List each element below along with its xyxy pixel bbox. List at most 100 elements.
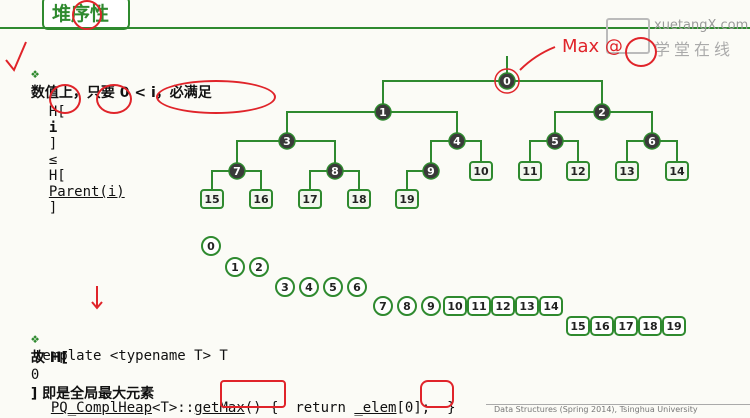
array-cell-leaf xyxy=(590,316,614,336)
bullet-2-prefix: 故 H[ xyxy=(30,350,68,366)
tree-node xyxy=(498,72,516,90)
tree-leaf-label: 15 xyxy=(204,193,219,206)
tree-node-label: 9 xyxy=(427,165,435,178)
tree-node xyxy=(374,103,392,121)
code-idx: 0 xyxy=(404,400,414,416)
array-cell-label: 10 xyxy=(447,300,463,313)
tree-node xyxy=(326,162,344,180)
array-cell-leaf xyxy=(566,316,590,336)
brand-name: xuetangX.com xyxy=(654,18,749,33)
bullet-2-zero: 0 xyxy=(30,367,40,383)
array-cell-leaf xyxy=(638,316,662,336)
tree-edge xyxy=(236,140,287,171)
code-template: <T>:: xyxy=(152,400,195,416)
array-cell xyxy=(201,236,221,256)
brand-cn: 学堂在线 xyxy=(654,40,735,59)
formula-line: H[ i ] ≤ H[ Parent(i) ] xyxy=(32,88,125,216)
formula-h-open-2: H[ xyxy=(48,168,66,184)
tree-node xyxy=(546,132,564,150)
tree-node xyxy=(228,162,246,180)
tree-leaf xyxy=(469,161,493,181)
red-box-getmax xyxy=(220,380,286,408)
array-cell-label: 6 xyxy=(353,281,361,294)
array-cell-label: 17 xyxy=(618,320,633,333)
array-cell-leaf xyxy=(443,296,467,316)
tree-leaf xyxy=(298,189,322,209)
tree-leaf xyxy=(566,161,590,181)
array-cell-label: 2 xyxy=(255,261,263,274)
array-cell-label: 7 xyxy=(379,300,387,313)
tree-leaf-label: 19 xyxy=(399,193,414,206)
bullet-icon: ❖ xyxy=(30,66,40,82)
tree-leaf xyxy=(249,189,273,209)
tree-node xyxy=(643,132,661,150)
code-rest: () { return xyxy=(244,400,355,416)
tree-leaf-label: 17 xyxy=(302,193,317,206)
array-cell xyxy=(299,277,319,297)
tree-node-label: 1 xyxy=(379,106,387,119)
bullet-2-suffix: ] 即是全局最大元素 xyxy=(30,386,155,402)
tree-leaf xyxy=(518,161,542,181)
array-cell xyxy=(275,277,295,297)
array-cell-leaf xyxy=(662,316,686,336)
red-circle-parent xyxy=(156,80,276,114)
tree-leaf-label: 16 xyxy=(253,193,269,206)
array-cell-leaf xyxy=(467,296,491,316)
red-circle-le xyxy=(96,84,132,114)
tree-edge xyxy=(382,80,507,112)
red-check-mark xyxy=(5,41,27,72)
tree-node-label: 7 xyxy=(233,165,241,178)
array-cell-label: 16 xyxy=(594,320,610,333)
array-cell-label: 15 xyxy=(570,320,585,333)
tree-leaf-label: 13 xyxy=(619,165,634,178)
red-circle-title xyxy=(72,0,102,30)
tree-node-label: 0 xyxy=(503,75,511,88)
array-cell-label: 19 xyxy=(666,320,681,333)
tree-node-label: 4 xyxy=(453,135,461,148)
array-cell-label: 13 xyxy=(519,300,534,313)
array-cell xyxy=(397,296,417,316)
array-cell-label: 0 xyxy=(207,240,215,253)
tree-node-label: 8 xyxy=(331,165,339,178)
code-class: PQ_ComplHeap xyxy=(50,400,153,416)
red-arrow-zero xyxy=(91,286,103,310)
tree-leaf xyxy=(395,189,419,209)
bullet-icon-2: ❖ xyxy=(30,331,40,347)
code-line-2: PQ_ComplHeap<T>::getMax() { return _elem… xyxy=(34,384,456,416)
array-cell xyxy=(421,296,441,316)
array-cell-label: 11 xyxy=(471,300,486,313)
code-idx-open: [ xyxy=(396,400,405,416)
tree-edge xyxy=(554,111,602,141)
tree-node xyxy=(422,162,440,180)
tree-leaf xyxy=(200,189,224,209)
array-cell-label: 3 xyxy=(281,281,289,294)
tree-leaf-label: 12 xyxy=(570,165,585,178)
tree-edge xyxy=(602,111,653,141)
tree-edge xyxy=(507,80,603,112)
array-cell-leaf xyxy=(539,296,563,316)
formula-close-2: ] xyxy=(48,200,58,216)
tree-node-label: 6 xyxy=(648,135,656,148)
red-circle-i xyxy=(49,84,81,114)
array-cell xyxy=(347,277,367,297)
array-cell-leaf xyxy=(614,316,638,336)
array-cell-label: 12 xyxy=(495,300,510,313)
tree-leaf xyxy=(347,189,371,209)
array-cell xyxy=(323,277,343,297)
tree-edge xyxy=(383,111,458,141)
red-circle-root xyxy=(494,68,520,94)
code-elem: _elem xyxy=(354,400,397,416)
tree-edge xyxy=(287,140,336,171)
bullet-2: ❖ 故 H[ 0 ] 即是全局最大元素 xyxy=(14,315,154,403)
tree-leaf-label: 10 xyxy=(473,165,489,178)
red-arrow-root xyxy=(519,46,556,71)
formula-le: ≤ xyxy=(48,152,58,168)
code-end: } xyxy=(430,400,456,416)
tree-node-label: 3 xyxy=(283,135,291,148)
title-rule xyxy=(0,27,750,29)
array-cell-leaf xyxy=(515,296,539,316)
tree-node xyxy=(448,132,466,150)
tree-leaf-label: 11 xyxy=(522,165,537,178)
footer: Data Structures (Spring 2014), Tsinghua … xyxy=(486,404,750,418)
